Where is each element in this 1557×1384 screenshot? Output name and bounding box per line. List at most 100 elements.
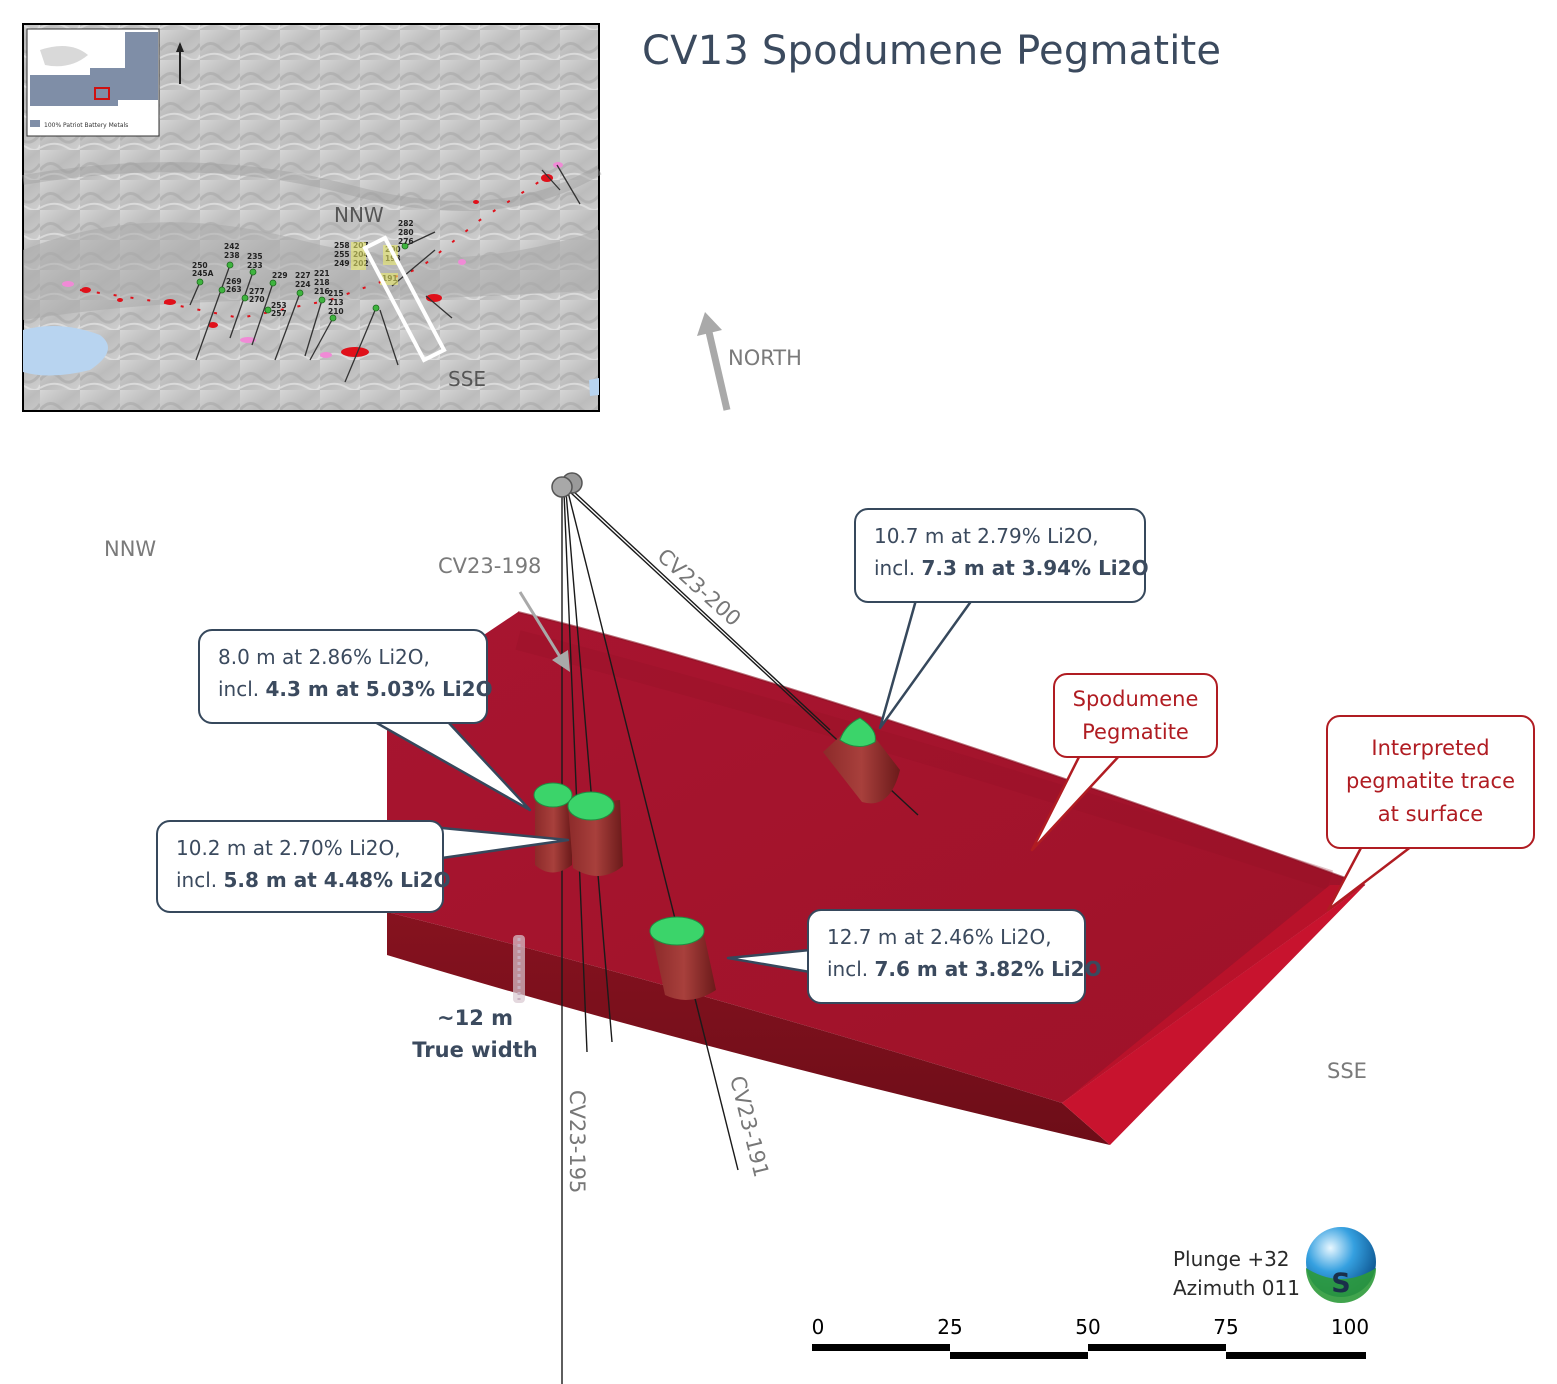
pointer-191 [726,948,811,974]
plunge-value: Plunge +32 [1173,1247,1290,1271]
drill-hole-cv23-191 [567,491,739,1171]
hole-id: 280 [398,228,414,237]
hole-id: 263 [226,285,242,294]
hole-id: 235 [247,252,263,261]
hole-id: 269 [226,277,242,286]
inset-sse-label: SSE [448,367,486,391]
callout-line: at surface [1377,802,1484,826]
scale-tick-label: 50 [1075,1315,1100,1339]
sse-label: SSE [1327,1059,1367,1083]
true-width-text: True width [412,1038,538,1062]
callout-line: incl. 7.6 m at 3.82% Li2O [827,953,1102,985]
true-width-value: ~12 m [436,1006,513,1030]
pointer-trace [1326,845,1413,912]
hole-id: 210 [328,307,344,316]
hole-id: 238 [224,251,240,260]
scale-segment [1088,1344,1226,1351]
pegmatite-body [387,611,1366,1145]
inset-nnw-label: NNW [334,203,384,227]
pegmatite-end-face [1062,885,1365,1145]
callout-highgrade: 7.6 m at 3.82% Li2O [874,957,1102,981]
hole-id: 242 [224,242,240,251]
hole-id: 270 [249,295,265,304]
intercept-cylinder-200 [823,717,900,804]
cv23-198-arrow [518,591,570,672]
hole-id: 224 [295,280,311,289]
hole-id: 221 [314,269,330,278]
drill-traces [189,164,581,383]
hole-id: 215 [328,289,344,298]
locator-legend: 100% Patriot Battery Metals [44,122,128,129]
pegmatite-top-face [387,612,1365,1103]
hole-id: 250 [192,261,208,270]
pointer-195 [441,826,570,860]
callout-incl: incl. [176,868,224,892]
pointer-spodumene [1030,754,1121,852]
hole-id: 213 [328,298,344,307]
orientation-text: Plunge +32 Azimuth 011 [1173,1245,1300,1303]
section-box [362,235,447,363]
north-label: NORTH [728,346,802,370]
pegmatite-front-face [387,912,1110,1145]
hole-id: 255 [334,250,350,259]
nnw-label: NNW [104,537,157,561]
inset-map: 100% Patriot Battery Metals [22,23,602,412]
lake [23,326,108,376]
callout-incl: incl. [827,957,875,981]
callout-highgrade: 5.8 m at 4.48% Li2O [223,868,451,892]
intercept-cylinder-198 [533,782,573,873]
hole-id: 216 [314,287,330,296]
label-cv23-198: CV23-198 [438,554,542,578]
highlight-ids [383,245,398,265]
callout-highgrade: 7.3 m at 3.94% Li2O [921,556,1149,580]
outcrop-pink [62,162,563,358]
trend-dashes [79,177,546,320]
hole-id: 282 [398,219,414,228]
callout-incl: incl. [874,556,922,580]
callout-cv23-195: 10.2 m at 2.70% Li2O, incl. 5.8 m at 4.4… [156,820,451,913]
hole-id: 227 [295,271,311,280]
pointer-200 [878,599,974,730]
label-cv23-195: CV23-195 [565,1090,589,1193]
drill-hole-cv23-198 [565,491,613,1043]
true-width-label: ~12 m True width [410,1002,540,1066]
callout-pointers [374,599,974,974]
true-width-marker [513,935,525,1003]
hole-id: 253 [271,301,287,310]
hole-id: 229 [272,271,288,280]
callout-line: 10.2 m at 2.70% Li2O, [176,836,401,860]
callout-cv23-198: 8.0 m at 2.86% Li2O, incl. 4.3 m at 5.03… [198,629,493,724]
page-title: CV13 Spodumene Pegmatite [642,28,1222,74]
label-cv23-191: CV23-191 [725,1073,773,1179]
callout-line: pegmatite trace [1345,769,1515,793]
callout-line: 8.0 m at 2.86% Li2O, [218,645,430,669]
scale-segment [950,1352,1088,1359]
locator-map: 100% Patriot Battery Metals [26,28,160,137]
pointer-198 [374,720,532,812]
callout-cv23-191: 12.7 m at 2.46% Li2O, incl. 7.6 m at 3.8… [807,909,1102,1004]
hole-id: 257 [271,309,287,318]
hole-id: 218 [314,278,330,287]
hole-id: 233 [247,261,263,270]
intercept-cylinder-195 [567,791,623,877]
orientation-sphere: S [1306,1227,1376,1303]
north-arrow [697,312,731,411]
callout-line: incl. 4.3 m at 5.03% Li2O [218,673,493,705]
hole-id: 249 [334,259,350,268]
highlight-ids [351,242,366,270]
ridge-shade [23,222,599,320]
drill-collar [551,476,573,498]
hole-id: 277 [249,287,265,296]
hole-id: 276 [398,237,414,246]
callout-line: 10.7 m at 2.79% Li2O, [874,524,1099,548]
scale-segment [812,1344,950,1351]
callout-line: Interpreted [1371,736,1490,760]
scale-tick-label: 0 [812,1315,825,1339]
intercept-cylinder-191 [649,916,716,1000]
callout-incl: incl. [218,677,266,701]
azimuth-value: Azimuth 011 [1173,1276,1300,1300]
hole-id: 245A [192,269,214,278]
callout-line: Pegmatite [1082,720,1189,744]
scale-tick-label: 25 [937,1315,962,1339]
